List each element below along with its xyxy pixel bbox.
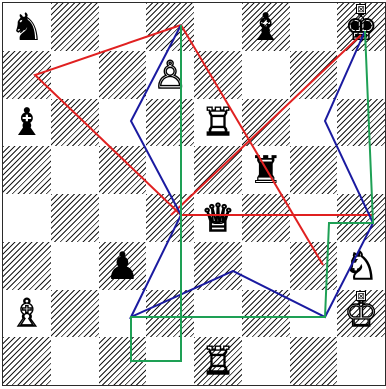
square-f5[interactable] — [242, 146, 290, 194]
square-g6[interactable] — [290, 99, 338, 147]
square-b3[interactable] — [51, 242, 99, 290]
square-d8[interactable] — [146, 3, 194, 51]
square-e6[interactable] — [194, 99, 242, 147]
check-indicator-icon: ⊠ — [356, 291, 366, 301]
square-f8[interactable] — [242, 3, 290, 51]
square-e8[interactable] — [194, 3, 242, 51]
square-f6[interactable] — [242, 99, 290, 147]
square-g5[interactable] — [290, 146, 338, 194]
square-h5[interactable] — [337, 146, 385, 194]
check-indicator-icon: ⊠ — [356, 4, 366, 14]
square-f3[interactable] — [242, 242, 290, 290]
square-c4[interactable] — [99, 194, 147, 242]
square-a4[interactable] — [3, 194, 51, 242]
chess-board: ♞♝♚⊠♙♝♖♜♕♟♘♗♔⊠♖ — [3, 3, 385, 385]
square-b8[interactable] — [51, 3, 99, 51]
square-f7[interactable] — [242, 51, 290, 99]
square-g8[interactable] — [290, 3, 338, 51]
square-d5[interactable] — [146, 146, 194, 194]
square-a1[interactable] — [3, 337, 51, 385]
square-c6[interactable] — [99, 99, 147, 147]
square-e4[interactable] — [194, 194, 242, 242]
square-d4[interactable] — [146, 194, 194, 242]
square-c2[interactable] — [99, 290, 147, 338]
square-a2[interactable] — [3, 290, 51, 338]
square-a5[interactable] — [3, 146, 51, 194]
square-e1[interactable] — [194, 337, 242, 385]
square-g4[interactable] — [290, 194, 338, 242]
square-b1[interactable] — [51, 337, 99, 385]
square-h1[interactable] — [337, 337, 385, 385]
square-f1[interactable] — [242, 337, 290, 385]
square-h3[interactable] — [337, 242, 385, 290]
square-c1[interactable] — [99, 337, 147, 385]
square-b2[interactable] — [51, 290, 99, 338]
square-a8[interactable] — [3, 3, 51, 51]
square-g3[interactable] — [290, 242, 338, 290]
square-c8[interactable] — [99, 3, 147, 51]
square-c3[interactable] — [99, 242, 147, 290]
square-b4[interactable] — [51, 194, 99, 242]
square-d7[interactable] — [146, 51, 194, 99]
square-d1[interactable] — [146, 337, 194, 385]
square-d2[interactable] — [146, 290, 194, 338]
square-a7[interactable] — [3, 51, 51, 99]
square-a6[interactable] — [3, 99, 51, 147]
square-f2[interactable] — [242, 290, 290, 338]
square-c5[interactable] — [99, 146, 147, 194]
square-b6[interactable] — [51, 99, 99, 147]
square-d6[interactable] — [146, 99, 194, 147]
square-b5[interactable] — [51, 146, 99, 194]
square-c7[interactable] — [99, 51, 147, 99]
square-f4[interactable] — [242, 194, 290, 242]
square-g7[interactable] — [290, 51, 338, 99]
square-e5[interactable] — [194, 146, 242, 194]
square-e7[interactable] — [194, 51, 242, 99]
square-e2[interactable] — [194, 290, 242, 338]
square-g2[interactable] — [290, 290, 338, 338]
square-h4[interactable] — [337, 194, 385, 242]
square-h6[interactable] — [337, 99, 385, 147]
square-d3[interactable] — [146, 242, 194, 290]
square-h7[interactable] — [337, 51, 385, 99]
square-a3[interactable] — [3, 242, 51, 290]
square-b7[interactable] — [51, 51, 99, 99]
square-e3[interactable] — [194, 242, 242, 290]
square-g1[interactable] — [290, 337, 338, 385]
